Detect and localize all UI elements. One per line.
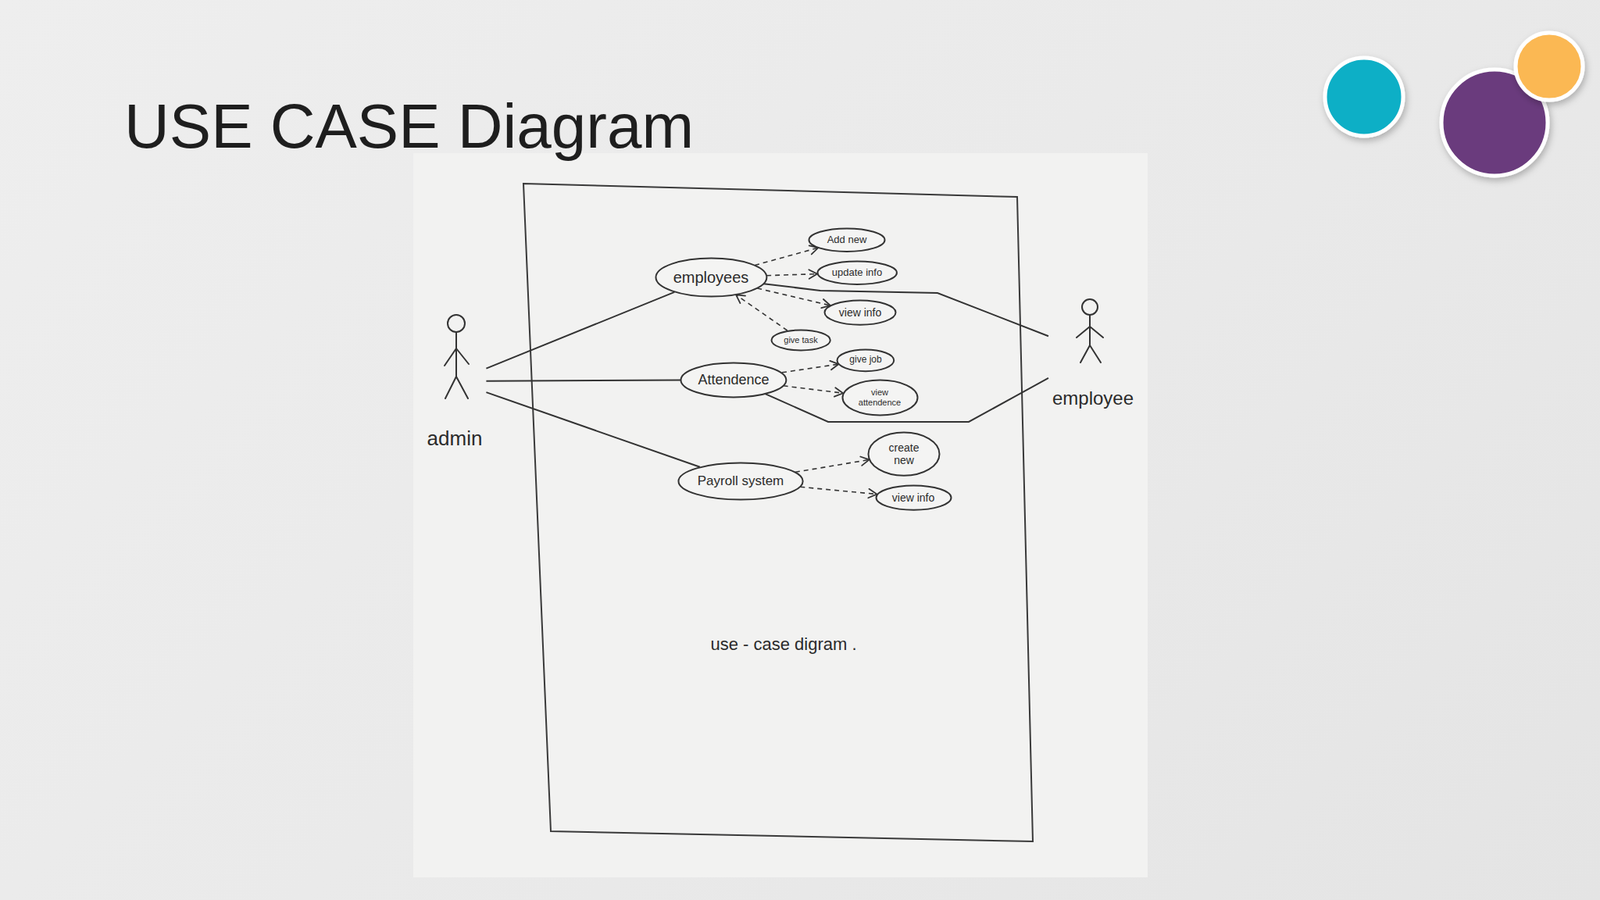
actor: admin bbox=[423, 310, 487, 452]
include-arrow bbox=[735, 294, 788, 331]
association-line bbox=[764, 378, 1048, 422]
paper-photo bbox=[413, 153, 1148, 878]
ellipse-shape bbox=[825, 300, 897, 325]
deco-circle bbox=[1325, 57, 1404, 136]
employee-stick-figure bbox=[1076, 299, 1104, 363]
use-case-ellipse: view attendence bbox=[841, 378, 919, 417]
admin-stick-figure bbox=[444, 314, 469, 399]
figure-body bbox=[455, 332, 458, 377]
connector-line bbox=[485, 292, 675, 369]
caption: use - case digram . bbox=[710, 634, 857, 655]
connector-line bbox=[757, 288, 831, 306]
connector-line bbox=[782, 364, 840, 373]
connector-line bbox=[764, 378, 1048, 422]
connector-line bbox=[795, 459, 870, 472]
arrow-head bbox=[860, 456, 869, 465]
ellipse-shape bbox=[837, 349, 895, 372]
figure-leg bbox=[1089, 345, 1101, 363]
connector-line bbox=[783, 385, 843, 393]
system-boundary bbox=[523, 183, 1033, 842]
use-case-ellipse: create new bbox=[867, 431, 941, 477]
arrow-head bbox=[808, 269, 818, 279]
connector-line bbox=[754, 247, 818, 265]
figure-head bbox=[447, 314, 465, 333]
use-case-label: update info bbox=[832, 267, 883, 279]
connector-line bbox=[763, 283, 1048, 336]
association-line bbox=[485, 379, 681, 381]
ellipse-shape bbox=[817, 260, 897, 284]
figure-arm bbox=[444, 348, 457, 366]
include-arrow bbox=[783, 385, 843, 397]
use-case-ellipse: Payroll system bbox=[677, 461, 804, 501]
use-case-label: give job bbox=[849, 354, 882, 366]
use-case-ellipse: Add new bbox=[807, 227, 886, 253]
actor-label: employee bbox=[1052, 387, 1134, 411]
figure-leg bbox=[456, 376, 468, 399]
use-case-ellipse: view info bbox=[823, 299, 897, 326]
connector-line bbox=[735, 294, 788, 331]
use-case-label: create new bbox=[884, 441, 924, 467]
connector-line bbox=[800, 486, 877, 494]
use-case-label: Attendence bbox=[697, 371, 769, 389]
figure-arm bbox=[1076, 326, 1090, 338]
ellipse-shape bbox=[678, 463, 803, 500]
use-case-label: employees bbox=[673, 268, 750, 287]
figure-leg bbox=[1080, 345, 1090, 363]
include-arrow bbox=[782, 360, 840, 373]
ellipse-shape bbox=[875, 485, 951, 510]
deco-circle bbox=[1515, 32, 1583, 100]
figure-body bbox=[1089, 314, 1091, 346]
connector-line bbox=[485, 379, 681, 381]
use-case-label: view info bbox=[892, 491, 935, 504]
connector-line bbox=[485, 392, 700, 468]
figure-head bbox=[1082, 299, 1098, 315]
include-arrow bbox=[795, 456, 870, 472]
association-line bbox=[763, 283, 1048, 336]
use-case-ellipse: give task bbox=[770, 328, 832, 352]
ellipse-shape bbox=[868, 432, 940, 475]
use-case-label: Add new bbox=[827, 234, 868, 247]
use-case-label: Payroll system bbox=[697, 473, 785, 490]
include-arrow bbox=[754, 245, 818, 265]
ellipse-shape bbox=[655, 258, 767, 297]
ellipse-shape bbox=[842, 380, 918, 416]
connector-line bbox=[766, 274, 818, 276]
ellipse-shape bbox=[809, 228, 886, 251]
use-case-ellipse: view info bbox=[875, 484, 953, 511]
use-case-label: view attendence bbox=[856, 387, 904, 408]
actor: employee bbox=[1048, 296, 1138, 411]
figure-arm bbox=[1089, 326, 1104, 338]
use-case-label: view info bbox=[839, 306, 882, 319]
association-line bbox=[485, 292, 675, 369]
use-case-ellipse: update info bbox=[816, 260, 898, 286]
figure-arm bbox=[456, 348, 469, 365]
association-line bbox=[485, 392, 700, 468]
ellipse-shape bbox=[681, 362, 787, 397]
use-case-ellipse: employees bbox=[654, 257, 768, 298]
figure-leg bbox=[445, 376, 457, 399]
include-arrow bbox=[800, 486, 877, 498]
use-case-label: give task bbox=[783, 335, 818, 346]
ellipse-shape bbox=[771, 329, 830, 350]
include-arrow bbox=[766, 269, 818, 279]
include-arrow bbox=[757, 288, 831, 308]
use-case-ellipse: Attendence bbox=[679, 361, 788, 399]
use-case-ellipse: give job bbox=[835, 348, 896, 373]
actor-label: admin bbox=[427, 427, 483, 452]
arrow-head bbox=[735, 294, 746, 304]
slide-title: USE CASE Diagram bbox=[124, 90, 694, 163]
